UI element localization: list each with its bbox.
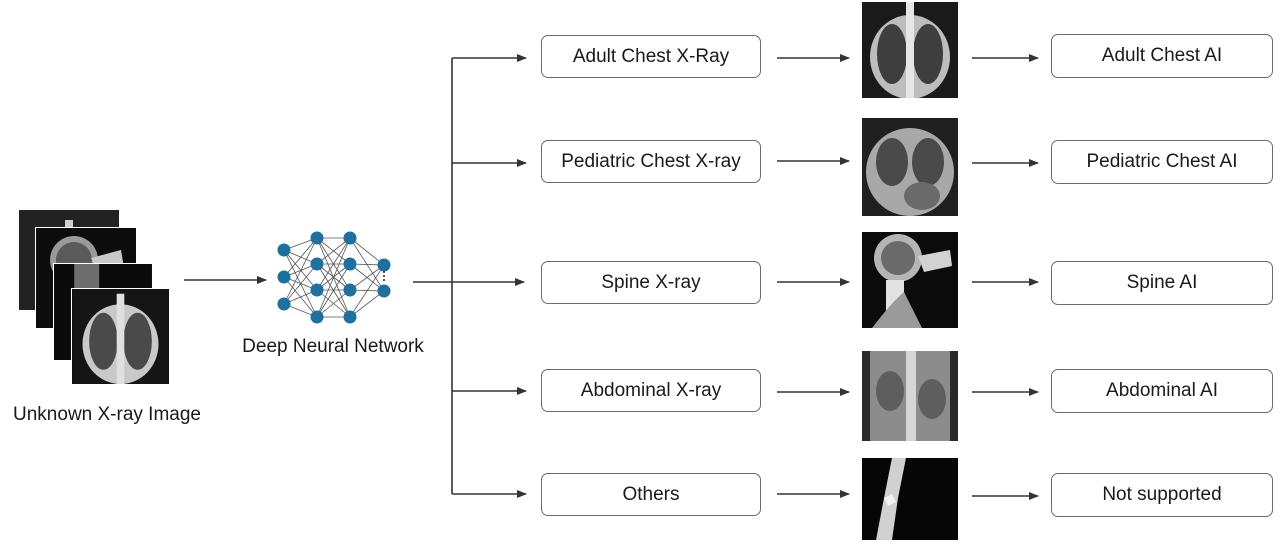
input-label: Unknown X-ray Image [13, 404, 201, 425]
network-node [310, 283, 324, 297]
network-node [377, 284, 391, 298]
network-edge [283, 263, 318, 305]
category-box-pediatric-chest: Pediatric Chest X-ray [541, 140, 761, 183]
network-ellipsis-dot [383, 275, 385, 277]
category-box-adult-chest: Adult Chest X-Ray [541, 35, 761, 78]
network-ellipsis-dot [383, 279, 385, 281]
category-box-abdominal: Abdominal X-ray [541, 369, 761, 412]
abdominal-xray-image [862, 351, 958, 441]
network-node [277, 243, 291, 257]
output-box-adult-chest-ai: Adult Chest AI [1051, 34, 1273, 78]
network-edge [316, 263, 351, 318]
network-node [277, 270, 291, 284]
network-node [377, 258, 391, 272]
output-box-spine-ai: Spine AI [1051, 261, 1273, 305]
network-node [343, 231, 357, 245]
network-node [343, 310, 357, 324]
category-box-spine: Spine X-ray [541, 261, 761, 304]
network-edge [316, 237, 351, 265]
network-node [310, 257, 324, 271]
pediatric-chest-xray-image [862, 118, 958, 216]
network-edge [349, 264, 385, 318]
output-box-not-supported: Not supported [1051, 473, 1273, 517]
spine-xray-image [862, 232, 958, 328]
stacked-xray-image-4 [71, 288, 170, 385]
category-box-others: Others [541, 473, 761, 516]
network-ellipsis-dot [383, 271, 385, 273]
network-edge [316, 237, 351, 291]
network-edge [349, 290, 385, 318]
arm-xray-image [862, 458, 958, 540]
network-edge [283, 237, 318, 305]
network-edge [349, 237, 385, 266]
neural-network-icon [277, 231, 391, 324]
network-node [343, 257, 357, 271]
output-box-pediatric-chest-ai: Pediatric Chest AI [1051, 140, 1273, 184]
network-node [310, 231, 324, 245]
network-node [277, 297, 291, 311]
network-node [343, 283, 357, 297]
adult-chest-xray-image [862, 2, 958, 98]
network-edge [283, 237, 318, 278]
output-box-abdominal-ai: Abdominal AI [1051, 369, 1273, 413]
network-edge [316, 237, 351, 318]
network-edge [349, 264, 385, 291]
network-edge [316, 289, 351, 318]
network-node [310, 310, 324, 324]
network-label: Deep Neural Network [242, 336, 424, 357]
network-edge [283, 249, 318, 291]
